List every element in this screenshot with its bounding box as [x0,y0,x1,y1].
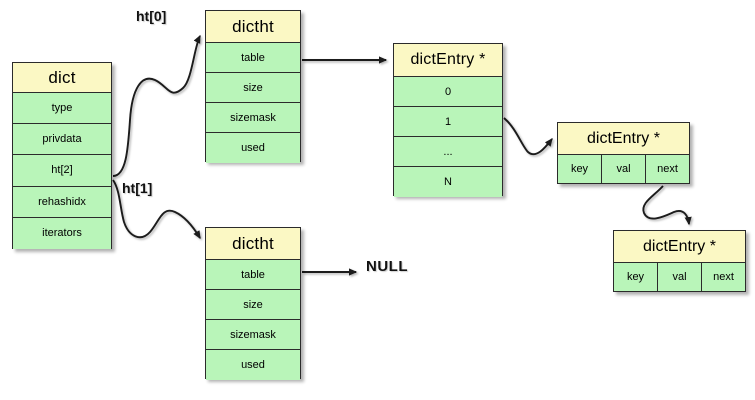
dict-field-privdata: privdata [13,124,111,156]
arrow-array-to-entry1 [503,117,553,156]
dictht-0-header: dictht [206,11,300,43]
dictentry-node-1: dictEntry * key val next [557,122,690,184]
dictentry-array: dictEntry * 0 1 ... N [393,43,503,197]
label-ht1: ht[1] [122,180,153,196]
arrow-ht0 [112,34,201,177]
dictentry-node-1-cells: key val next [558,155,689,183]
dictht-1-struct: dictht table size sizemask used [205,227,301,380]
dictht-0-field-sizemask: sizemask [206,103,300,133]
dictentry-node-1-cell-key: key [558,155,602,183]
dictentry-array-slot-0: 0 [394,77,502,107]
dict-struct: dict type privdata ht[2] rehashidx itera… [12,62,112,249]
dictentry-array-header: dictEntry * [394,44,502,77]
dictht-0-field-used: used [206,133,300,163]
arrow-entry1-next-to-entry2 [642,185,692,226]
dictht-0-field-table: table [206,43,300,73]
dictht-0-struct: dictht table size sizemask used [205,10,301,163]
dictentry-array-slot-1: 1 [394,107,502,137]
dictht-1-field-size: size [206,290,300,320]
dictentry-array-slot-n: N [394,167,502,197]
dictentry-node-2-cells: key val next [614,263,745,291]
dictht-1-field-table: table [206,260,300,290]
dictentry-node-1-cell-next: next [646,155,689,183]
dictentry-node-2-cell-val: val [658,263,702,291]
dict-field-type: type [13,93,111,125]
dict-field-rehashidx: rehashidx [13,186,111,218]
dict-struct-header: dict [13,63,111,93]
dictht-1-field-sizemask: sizemask [206,320,300,350]
label-ht0: ht[0] [136,8,167,24]
dictentry-node-2: dictEntry * key val next [613,230,746,292]
dictht-1-header: dictht [206,228,300,260]
dictentry-node-2-cell-next: next [702,263,745,291]
dictentry-node-2-cell-key: key [614,263,658,291]
dict-field-ht: ht[2] [13,155,111,187]
dictentry-array-slot-ellipsis: ... [394,137,502,167]
dictentry-node-2-header: dictEntry * [614,231,745,263]
dictht-1-field-used: used [206,350,300,380]
dictentry-node-1-header: dictEntry * [558,123,689,155]
dictentry-node-1-cell-val: val [602,155,646,183]
label-null: NULL [366,258,408,275]
dict-field-iterators: iterators [13,217,111,249]
dictht-0-field-size: size [206,73,300,103]
